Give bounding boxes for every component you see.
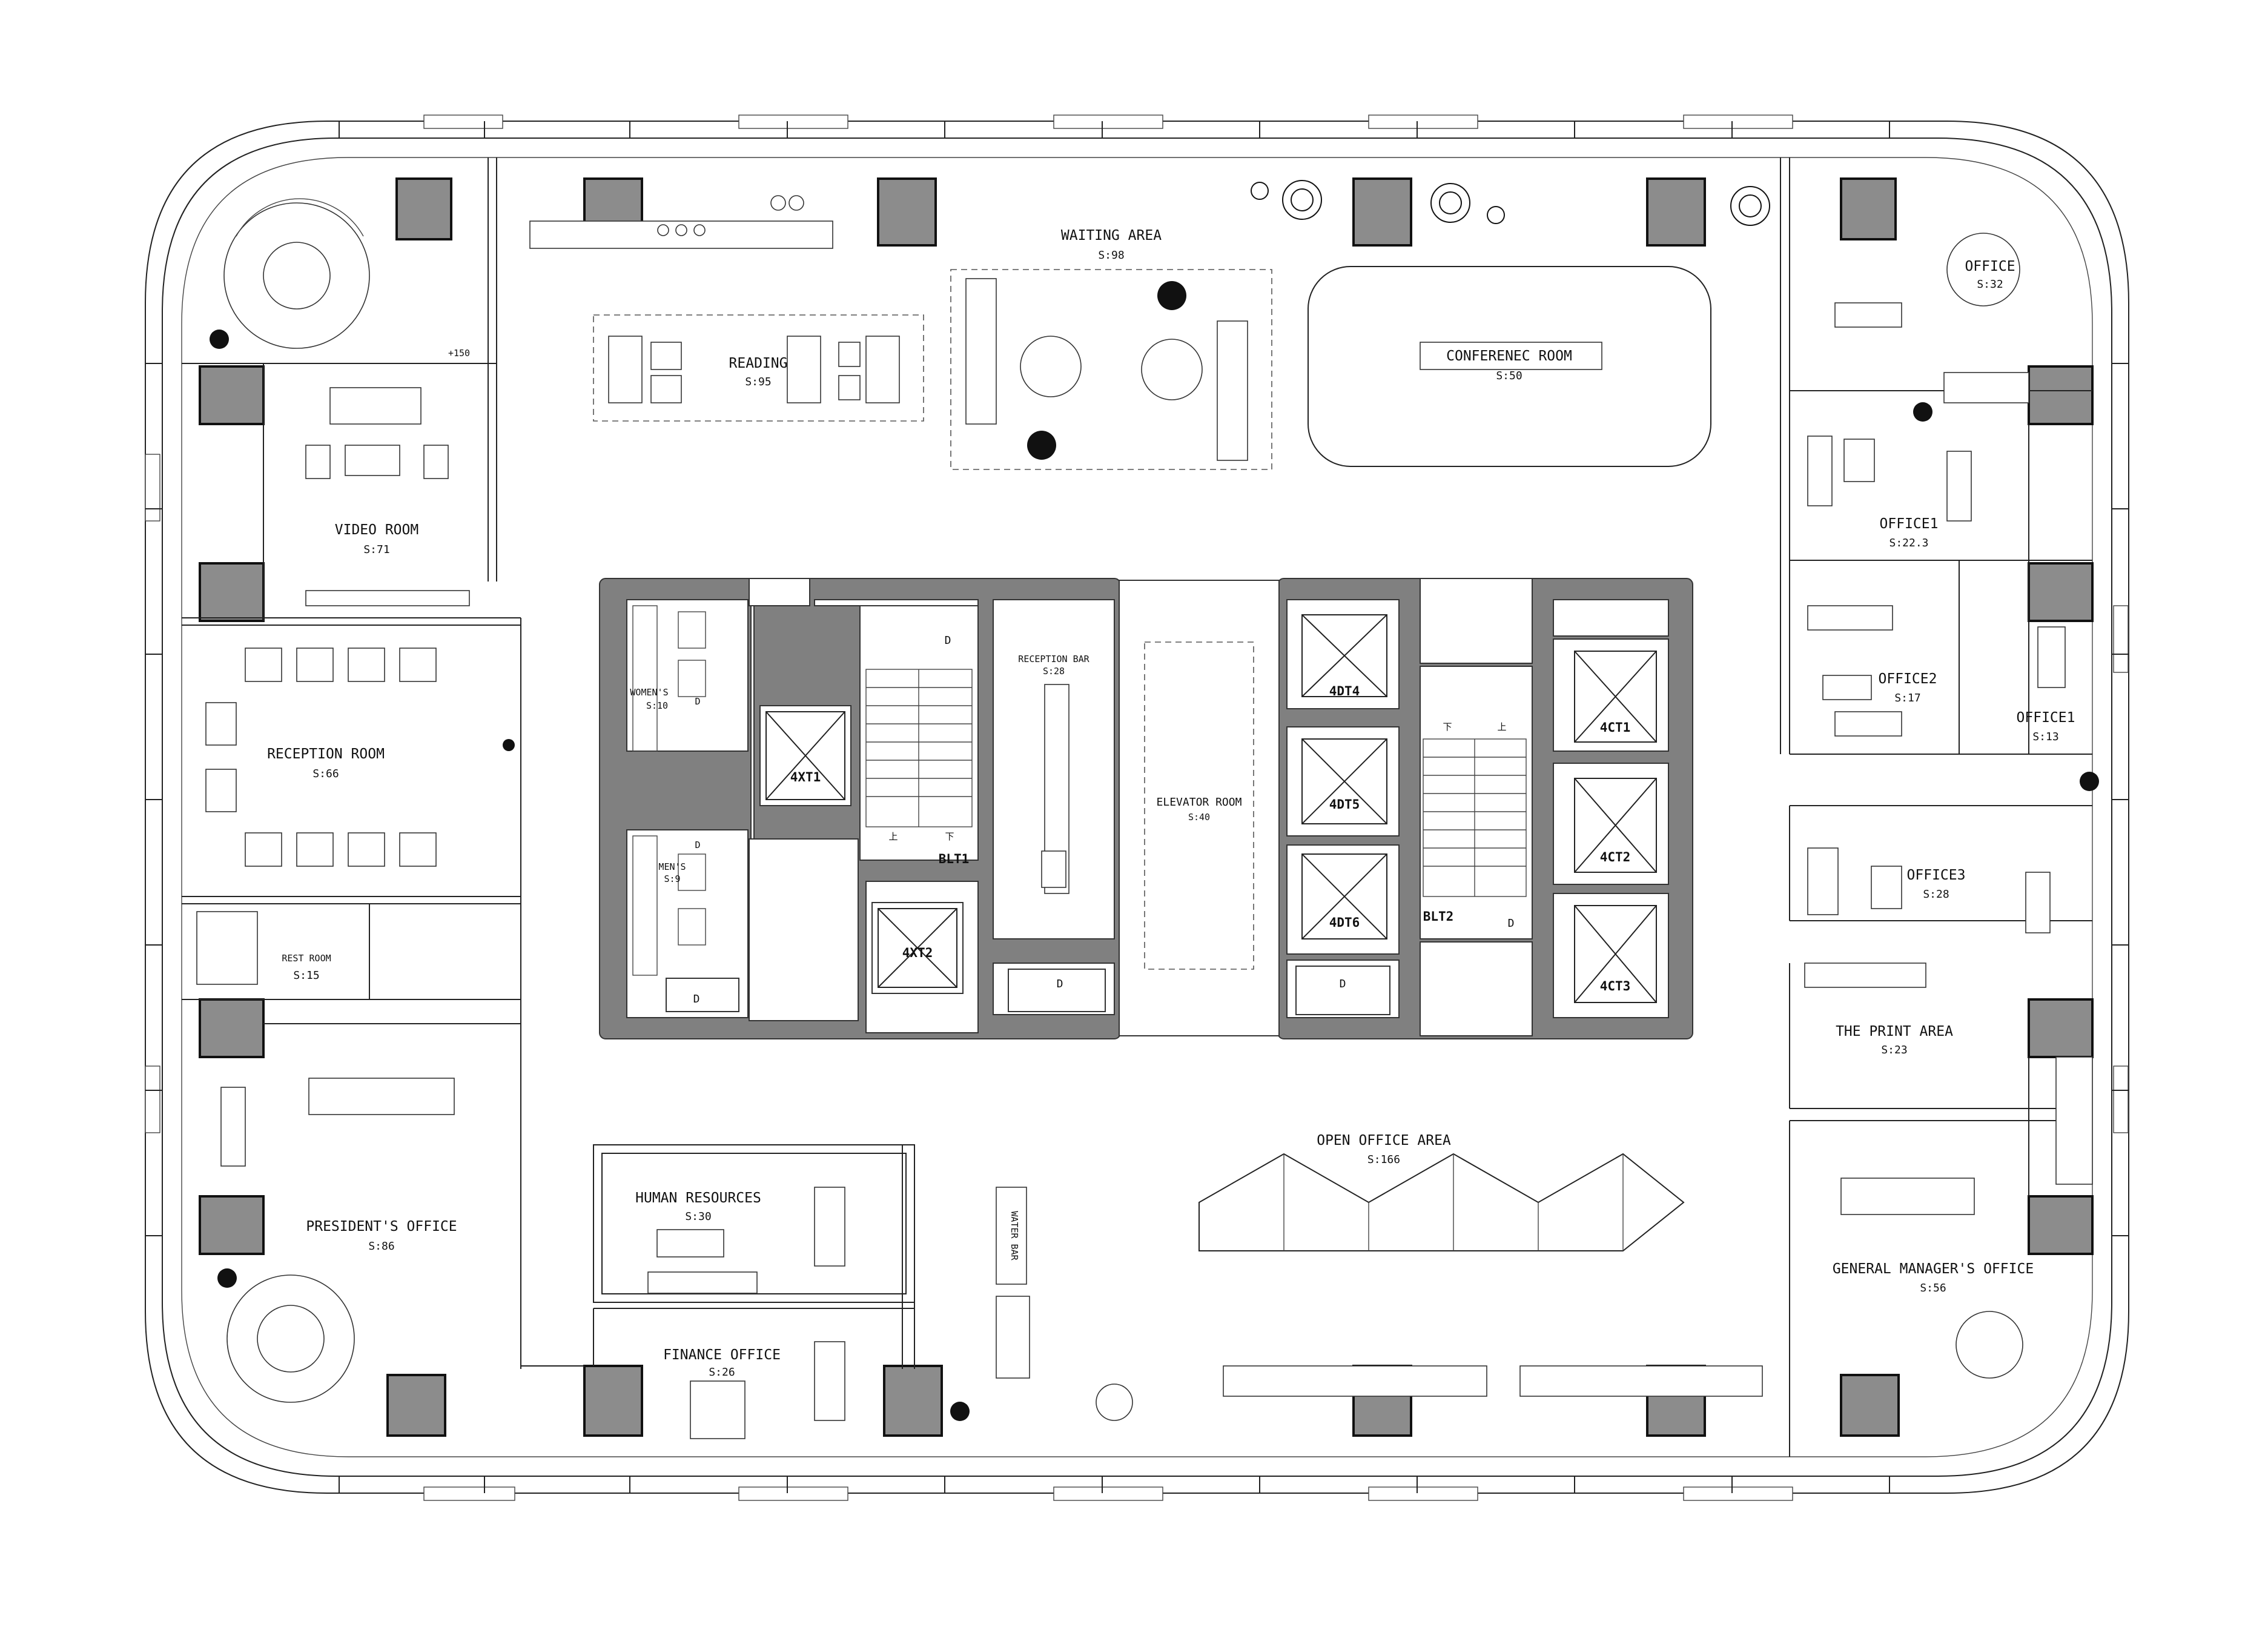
column [2028, 1195, 2094, 1255]
reception-room-size: S:66 [312, 767, 339, 780]
column [2028, 562, 2094, 622]
door-mark: D [1057, 978, 1063, 990]
conference-room-label: CONFERENEC ROOM [1446, 348, 1572, 364]
column [1646, 177, 1706, 247]
office3-label: OFFICE3 [1907, 867, 1966, 883]
room-labels: WAITING AREA S:98 READING S:95 CONFERENE… [267, 228, 2075, 1379]
shaft-4ct1: 4CT1 [1600, 720, 1631, 735]
office-top-label: OFFICE [1965, 259, 2015, 274]
plants [210, 180, 2099, 1421]
mens-label: MEN'S [658, 861, 686, 872]
door-mark: D [1340, 978, 1346, 990]
column [199, 998, 265, 1058]
elevator-room-label: ELEVATOR ROOM [1157, 796, 1242, 809]
print-area-label: THE PRINT AREA [1836, 1024, 1953, 1039]
video-room-size: S:71 [363, 543, 389, 556]
column [199, 365, 265, 425]
column [583, 1365, 643, 1437]
door-mark: D [1508, 917, 1515, 930]
shaft-4dt4: 4DT4 [1329, 684, 1360, 698]
reading-label: READING [729, 356, 788, 371]
stair-down-mark: 下 [1443, 721, 1452, 732]
office1-lower-label: OFFICE1 [2017, 710, 2075, 726]
door-mark: D [695, 840, 700, 850]
reception-bar-label: RECEPTION BAR [1018, 654, 1089, 664]
office-top-size: S:32 [1977, 278, 2003, 291]
finance-office-size: S:26 [709, 1366, 735, 1379]
waiting-area-size: S:98 [1098, 249, 1124, 262]
shaft-4ct3: 4CT3 [1600, 979, 1631, 993]
general-managers-office-label: GENERAL MANAGER'S OFFICE [1833, 1261, 2034, 1277]
shaft-4ct2: 4CT2 [1600, 850, 1631, 864]
print-area-size: S:23 [1881, 1044, 1907, 1056]
column [395, 177, 452, 240]
stair-blt1: BLT1 [939, 852, 970, 866]
office2-label: OFFICE2 [1879, 671, 1937, 687]
office2-size: S:17 [1894, 692, 1920, 704]
door-mark: D [695, 696, 700, 707]
shaft-labels: 4XT1 4XT2 4DT4 4DT5 4DT6 4CT1 4CT2 4CT3 … [790, 684, 1631, 993]
office1-upper-label: OFFICE1 [1880, 516, 1939, 532]
building-envelope [145, 114, 2129, 1501]
human-resources-label: HUMAN RESOURCES [635, 1190, 761, 1206]
rest-room-label: REST ROOM [282, 953, 331, 964]
door-marks: D D D D D D D 下 上 下 上 [693, 634, 1515, 1006]
shaft-4xt2: 4XT2 [902, 946, 933, 960]
reception-bar-size: S:28 [1043, 666, 1065, 677]
column [199, 1195, 265, 1255]
presidents-office-label: PRESIDENT'S OFFICE [306, 1219, 457, 1234]
office1-lower-size: S:13 [2032, 731, 2058, 743]
shaft-4dt5: 4DT5 [1329, 797, 1360, 812]
shaft-4xt1: 4XT1 [790, 770, 821, 784]
elevator-room-size: S:40 [1188, 812, 1210, 823]
general-managers-office-size: S:56 [1920, 1282, 1946, 1294]
column [883, 1365, 943, 1437]
finance-office-label: FINANCE OFFICE [663, 1347, 781, 1363]
interior-walls [182, 157, 2092, 1457]
office3-size: S:28 [1923, 888, 1949, 901]
stair-down-mark: 下 [945, 831, 954, 842]
womens-size: S:10 [646, 700, 668, 711]
level-mark: +150 [448, 348, 470, 359]
womens-label: WOMEN'S [630, 687, 668, 698]
human-resources-size: S:30 [685, 1210, 711, 1223]
structural-columns [199, 177, 2094, 1437]
presidents-office-size: S:86 [368, 1240, 394, 1253]
column [199, 562, 265, 622]
furniture [196, 195, 2093, 1439]
door-mark: D [693, 993, 700, 1006]
open-office-size: S:166 [1367, 1153, 1400, 1166]
column [877, 177, 937, 247]
stair-blt2: BLT2 [1423, 909, 1454, 924]
service-core [599, 578, 1693, 1039]
stair-up-mark: 上 [888, 831, 898, 842]
rest-room-size: S:15 [293, 969, 319, 982]
stair-up-mark: 上 [1497, 721, 1506, 732]
reception-room-label: RECEPTION ROOM [267, 746, 385, 762]
column [1352, 177, 1412, 247]
waiting-area-label: WAITING AREA [1061, 228, 1162, 244]
water-bar-label: WATER BAR [1009, 1211, 1020, 1261]
column [2028, 998, 2094, 1058]
conference-room-size: S:50 [1496, 369, 1522, 382]
door-mark: D [945, 634, 951, 647]
column [386, 1374, 446, 1437]
mens-size: S:9 [664, 873, 680, 884]
column [1840, 177, 1897, 240]
video-room-label: VIDEO ROOM [335, 522, 418, 538]
office1-upper-size: S:22.3 [1889, 537, 1928, 549]
reading-size: S:95 [745, 376, 771, 388]
column [1840, 1374, 1900, 1437]
open-office-label: OPEN OFFICE AREA [1317, 1133, 1451, 1148]
column [2028, 365, 2094, 425]
shaft-4dt6: 4DT6 [1329, 915, 1360, 930]
